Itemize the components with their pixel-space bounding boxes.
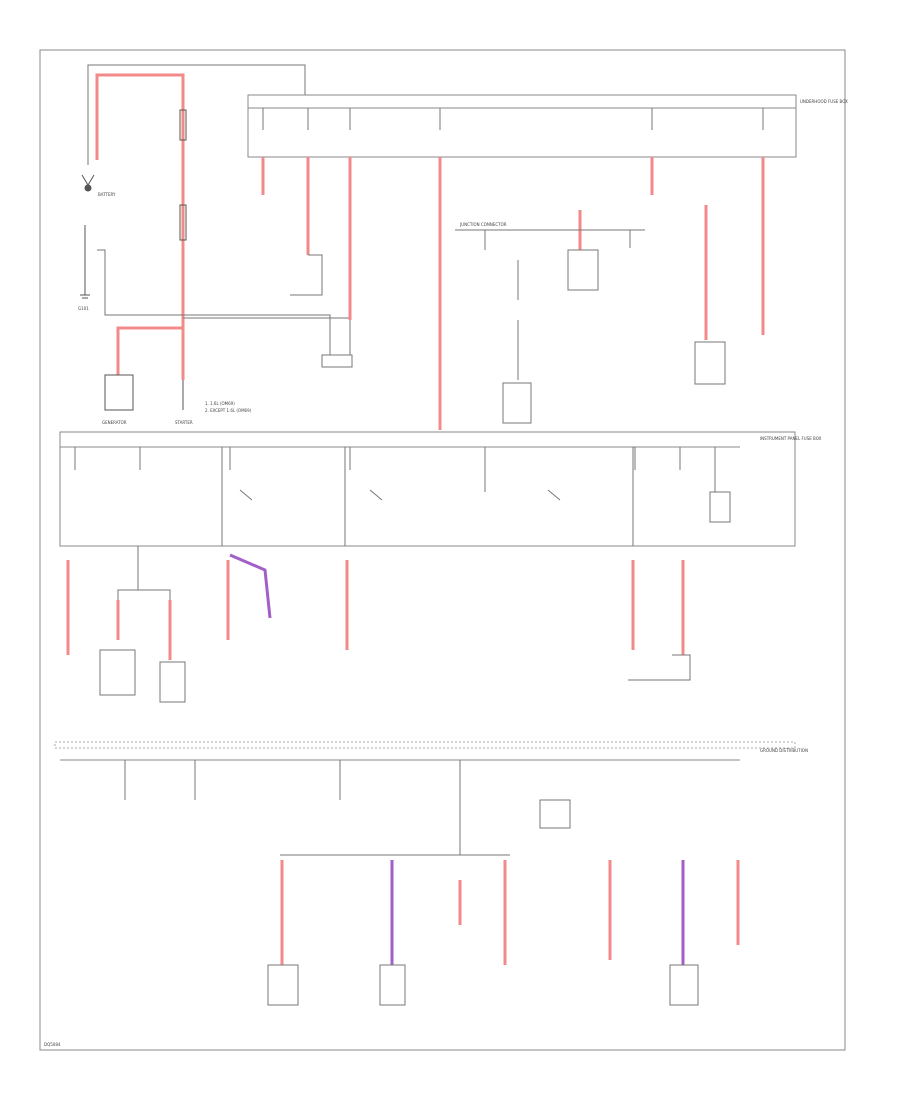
ground-label: G101 bbox=[78, 306, 89, 311]
module-box-3 bbox=[502, 382, 532, 424]
component-bottom-1 bbox=[267, 964, 299, 1006]
legend-1: 1. 1.6L (OM69) bbox=[205, 401, 235, 406]
starter-label: STARTER bbox=[175, 420, 193, 425]
ground-distribution-frame bbox=[54, 741, 796, 749]
diagram-frame bbox=[39, 49, 846, 1051]
module-box-2 bbox=[694, 341, 726, 385]
ground-symbol bbox=[80, 225, 90, 299]
legend-2: 2. EXCEPT 1.6L (OM69) bbox=[205, 408, 252, 413]
battery-symbol bbox=[81, 174, 95, 192]
component-bottom-2 bbox=[379, 964, 406, 1006]
fusible-links bbox=[179, 109, 187, 241]
junction-label: JUNCTION CONNECTOR bbox=[459, 222, 507, 227]
middle-aux bbox=[117, 546, 691, 681]
bottom-red-outputs bbox=[280, 860, 740, 965]
generator-label: GENERATOR bbox=[102, 420, 127, 425]
underhood-aux bbox=[290, 229, 645, 380]
instrument-panel-fuse-box bbox=[59, 431, 796, 547]
middle-red-outputs bbox=[66, 560, 685, 660]
underhood-fuses bbox=[262, 108, 764, 130]
bottom-drops bbox=[124, 760, 571, 856]
relay-small bbox=[321, 354, 353, 368]
instrument-panel-label: INSTRUMENT PANEL FUSE BOX bbox=[760, 436, 822, 441]
component-bottom-3 bbox=[669, 964, 699, 1006]
footer-id: DQ5084 bbox=[44, 1042, 61, 1047]
violet-wire-top bbox=[229, 553, 272, 619]
battery-label: BATTERY bbox=[98, 192, 116, 197]
battery-positive-wire bbox=[95, 73, 185, 380]
underhood-outputs bbox=[261, 157, 765, 430]
ground-dist-label: GROUND DISTRIBUTION bbox=[760, 748, 808, 753]
generator-box bbox=[104, 374, 134, 411]
component-middle-2 bbox=[159, 661, 186, 703]
component-middle-1 bbox=[99, 649, 136, 696]
underhood-label: UNDERHOOD FUSE BOX bbox=[800, 99, 848, 104]
underhood-fuse-box bbox=[247, 94, 797, 158]
bottom-violet-outputs bbox=[390, 860, 685, 965]
module-box-1 bbox=[567, 249, 599, 291]
middle-fuses bbox=[74, 447, 731, 546]
